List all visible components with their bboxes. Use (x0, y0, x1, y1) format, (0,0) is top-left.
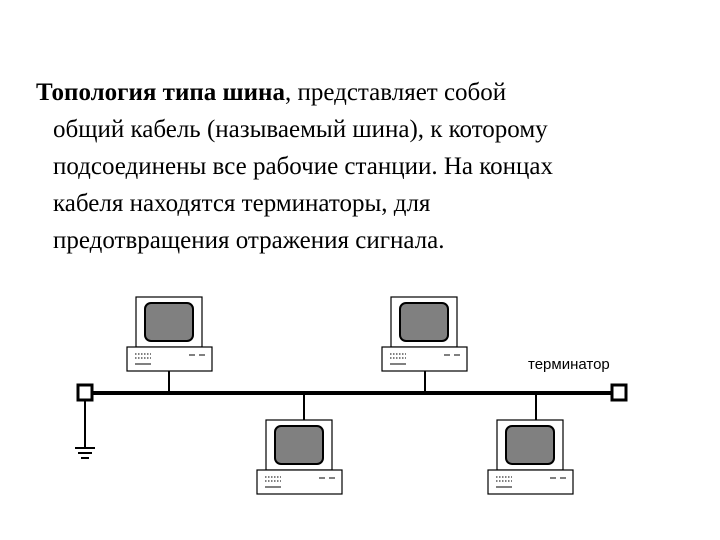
terminator-right (610, 383, 628, 402)
workstation-bottom-left (256, 419, 343, 495)
paragraph-line-4: кабеля находятся терминаторы, для (53, 190, 431, 217)
paragraph-line-3: подсоединены все рабочие станции. На кон… (53, 153, 553, 180)
description-paragraph: Топология типа шина, представляет собой … (36, 74, 706, 259)
workstation-bottom-right (487, 419, 574, 495)
paragraph-line-1: Топология типа шина, представляет собой (36, 74, 706, 111)
paragraph-line-2: общий кабель (называемый шина), к которо… (53, 116, 548, 143)
terminator-label: терминатор (528, 356, 610, 373)
workstation-top-right (381, 296, 468, 372)
ground-icon (75, 400, 95, 459)
workstation-top-left (126, 296, 213, 372)
paragraph-line-1-rest: , представляет собой (284, 79, 507, 106)
topology-term: Топология типа шина (36, 79, 285, 106)
paragraph-line-5: предотвращения отражения сигнала. (53, 227, 445, 254)
terminator-left (76, 383, 94, 402)
